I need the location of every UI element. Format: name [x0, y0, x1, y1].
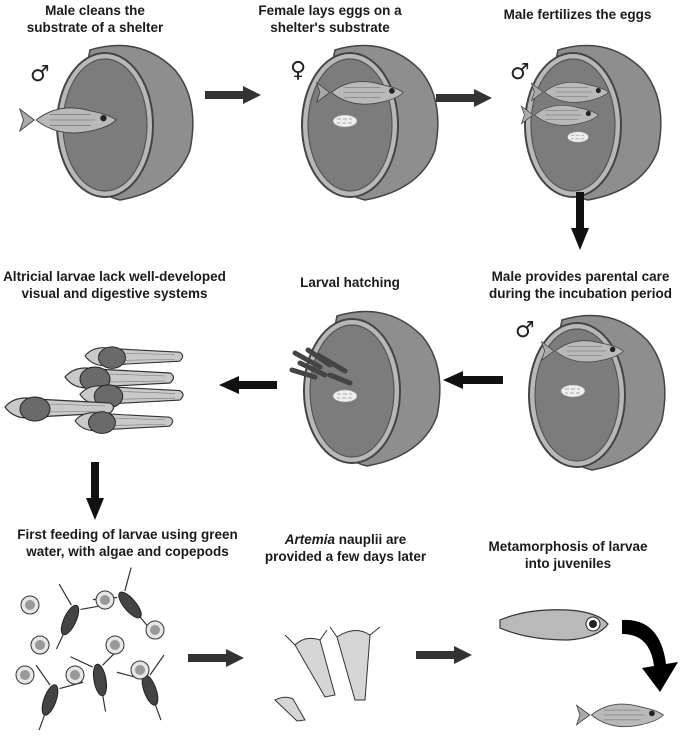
- caption-artemia-italic: Artemia: [284, 532, 335, 547]
- caption-artemia: Artemia nauplii are provided a few days …: [258, 531, 433, 565]
- eggs-cluster-3: [560, 384, 586, 398]
- curved-arrow-metamorphosis: [622, 619, 678, 692]
- eggs-cluster-2: [567, 131, 589, 143]
- larvae-group: [4, 346, 184, 434]
- caption-altricial-larvae: Altricial larvae lack well-developed vis…: [3, 269, 226, 301]
- male-fish-cleaning: [19, 107, 117, 134]
- eggs-cluster-4: [332, 389, 358, 403]
- arrow-down-1: [571, 192, 589, 250]
- copepods-and-algae: [14, 566, 186, 739]
- arrow-left-1: [443, 371, 503, 389]
- arrow-right-2: [436, 89, 492, 107]
- arrow-right-1: [205, 86, 261, 104]
- arrow-left-2: [219, 376, 277, 394]
- caption-artemia-rest: nauplii are provided a few days later: [264, 532, 427, 564]
- hatching-larvae: [289, 347, 353, 386]
- male-symbol-3: ♂: [515, 318, 535, 343]
- eggs-cluster-1: [332, 114, 358, 128]
- female-symbol: ♀: [290, 58, 307, 83]
- female-fish: [316, 81, 404, 105]
- artemia-nauplii: [274, 626, 381, 722]
- larva-before-metamorphosis: [499, 609, 609, 641]
- arrow-right-4: [416, 646, 472, 664]
- caption-male-fertilizes: Male fertilizes the eggs: [503, 7, 652, 22]
- pot-illustration-2: [301, 44, 439, 201]
- male-fish-care: [541, 340, 624, 363]
- caption-larval-hatching: Larval hatching: [300, 275, 400, 290]
- male-symbol-1: ♂: [30, 62, 50, 87]
- male-symbol-2: ♂: [510, 60, 530, 85]
- caption-first-feeding: First feeding of larvae using green wate…: [17, 527, 238, 559]
- juvenile-fish: [576, 703, 664, 728]
- caption-parental-care: Male provides parental care during the i…: [489, 269, 672, 301]
- arrow-down-2: [86, 462, 104, 520]
- arrow-right-3: [188, 649, 244, 667]
- caption-female-lays: Female lays eggs on a shelter's substrat…: [258, 3, 402, 35]
- male-fish-fertilizing-b: [521, 104, 599, 126]
- caption-male-cleans: Male cleans the substrate of a shelter: [26, 3, 164, 35]
- caption-metamorphosis: Metamorphosis of larvae into juveniles: [488, 539, 648, 571]
